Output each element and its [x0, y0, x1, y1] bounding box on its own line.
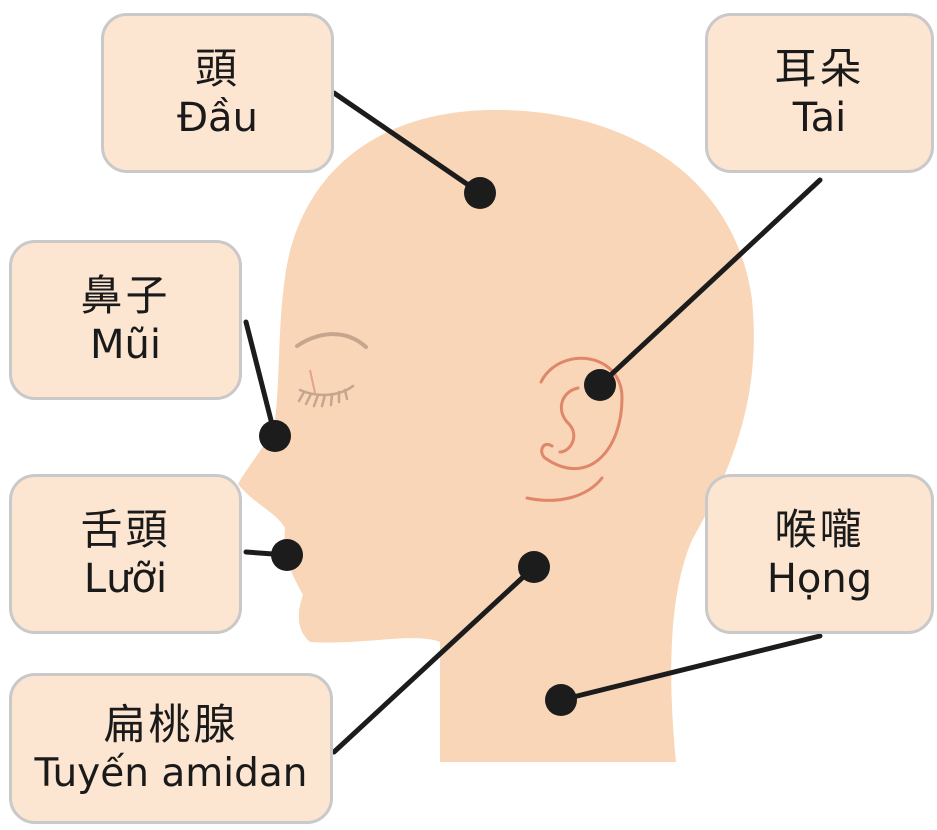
tonsil-label-vietnamese: Tuyến amidan — [35, 750, 308, 798]
ear-label-vietnamese: Tai — [793, 94, 846, 143]
nose-leader-line — [246, 322, 275, 436]
throat-label-vietnamese: Họng — [767, 555, 872, 604]
nose-label-chinese: 鼻子 — [80, 270, 170, 321]
head-label: 頭 Đầu — [101, 13, 334, 173]
tonsil-label-chinese: 扁桃腺 — [103, 699, 238, 750]
tongue-label-vietnamese: Lưỡi — [84, 555, 167, 604]
nose-label: 鼻子 Mũi — [9, 240, 242, 400]
tongue-label-chinese: 舌頭 — [80, 504, 170, 555]
tonsil-label: 扁桃腺 Tuyến amidan — [9, 673, 333, 824]
throat-label-chinese: 喉嚨 — [774, 504, 864, 555]
tonsil-point — [518, 551, 550, 583]
ear-label: 耳朵 Tai — [705, 13, 934, 173]
tongue-label: 舌頭 Lưỡi — [9, 474, 242, 634]
ear-label-chinese: 耳朵 — [774, 43, 864, 94]
nose-point — [259, 420, 291, 452]
head-silhouette — [238, 110, 754, 762]
ear-point — [584, 369, 616, 401]
tongue-point — [271, 539, 303, 571]
throat-label: 喉嚨 Họng — [705, 474, 934, 634]
nose-label-vietnamese: Mũi — [90, 321, 161, 370]
head-point — [464, 177, 496, 209]
head-label-vietnamese: Đầu — [177, 94, 258, 143]
throat-point — [545, 684, 577, 716]
head-label-chinese: 頭 — [195, 43, 240, 94]
